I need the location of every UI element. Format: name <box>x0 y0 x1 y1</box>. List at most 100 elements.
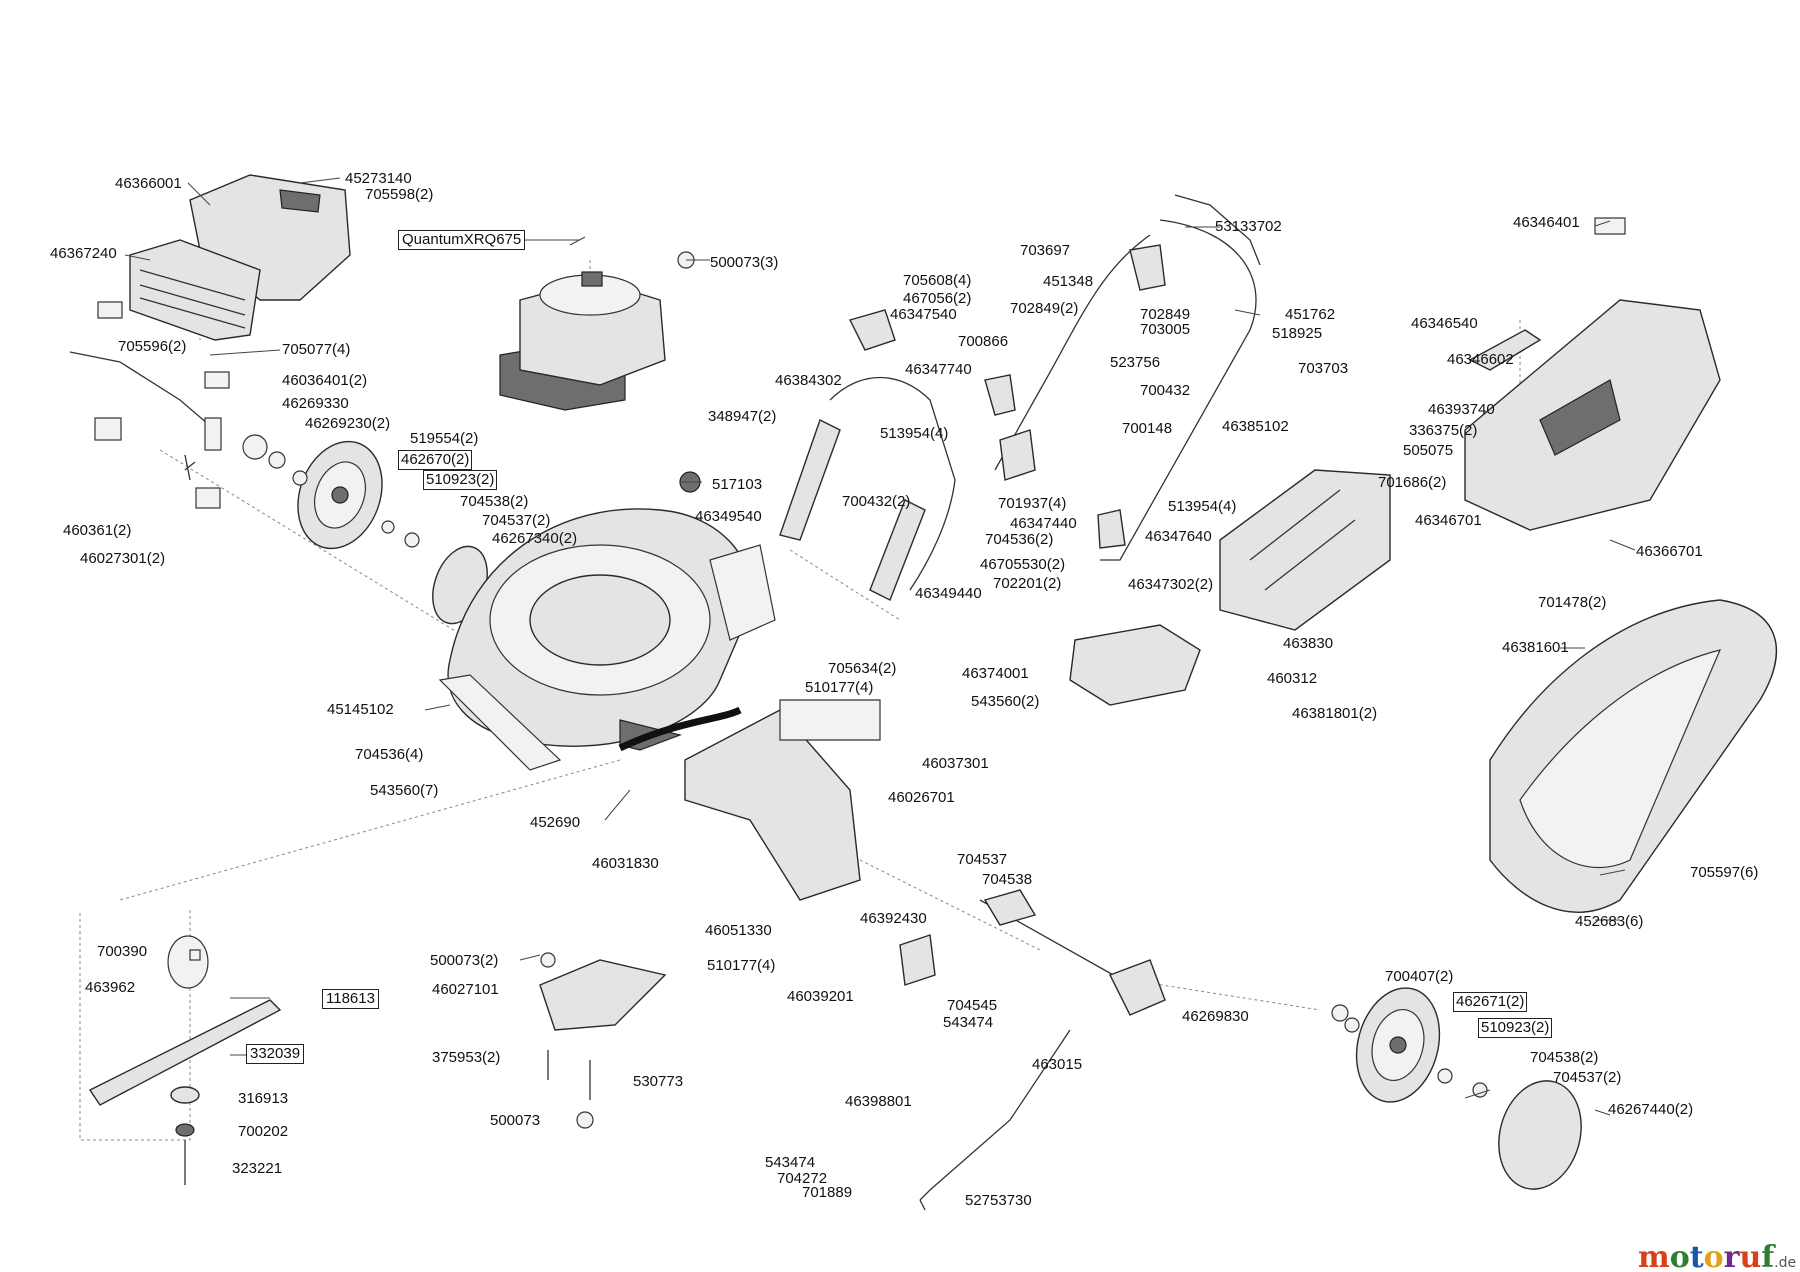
part-46381601-label: 46381601 <box>1502 639 1569 656</box>
blade-assembly-drawing <box>88 935 282 1185</box>
part-704537-b-label: 704537(2) <box>1553 1069 1622 1086</box>
part-510177-a-label: 510177(4) <box>805 679 874 696</box>
part-46393740-label: 46393740 <box>1428 401 1495 418</box>
part-336375-label: 336375(2) <box>1409 422 1478 439</box>
part-463962-label: 463962 <box>85 979 136 996</box>
part-705608-label: 705608(4) <box>903 272 972 289</box>
part-323221-label: 323221 <box>232 1160 283 1177</box>
grass-box-top-drawing <box>1464 217 1721 531</box>
rear-flap-drawing <box>684 699 881 901</box>
watermark-logo: motoruf.de <box>1638 1240 1797 1272</box>
part-704536-2-label: 704536(2) <box>985 531 1054 548</box>
part-46347540-label: 46347540 <box>890 306 957 323</box>
part-46347740-label: 46347740 <box>905 361 972 378</box>
part-702849-a-label: 702849(2) <box>1010 300 1079 317</box>
part-451762-label: 451762 <box>1285 306 1336 323</box>
part-519554-label: 519554(2) <box>410 430 479 447</box>
part-46346401-label: 46346401 <box>1513 214 1580 231</box>
part-705598-label: 705598(2) <box>365 186 434 203</box>
upper-handle-drawing <box>994 194 1261 561</box>
rear-axle-drawing <box>899 889 1166 1211</box>
part-543560-7-label: 543560(7) <box>370 782 439 799</box>
part-704545-label: 704545 <box>947 997 998 1014</box>
part-45273140-label: 45273140 <box>345 170 412 187</box>
part-46367240-label: 46367240 <box>50 245 117 262</box>
part-700432-b-label: 700432 <box>1140 382 1191 399</box>
lower-handle-drawing <box>779 309 1016 601</box>
part-46027101-label: 46027101 <box>432 981 499 998</box>
part-703703-label: 703703 <box>1298 360 1349 377</box>
part-46392430-label: 46392430 <box>860 910 927 927</box>
front-plate-drawing <box>539 952 667 1129</box>
part-701937-label: 701937(4) <box>998 495 1067 512</box>
part-505075-label: 505075 <box>1403 442 1454 459</box>
part-348947-label: 348947(2) <box>708 408 777 425</box>
part-701686-label: 701686(2) <box>1378 474 1447 491</box>
part-46037301-label: 46037301 <box>922 755 989 772</box>
part-513954-a-label: 513954(4) <box>880 425 949 442</box>
part-543474-b-label: 543474 <box>765 1154 816 1171</box>
part-46269230-label: 46269230(2) <box>305 415 391 432</box>
part-703005-label: 703005 <box>1140 321 1191 338</box>
part-460361-label: 460361(2) <box>63 522 132 539</box>
part-700390-label: 700390 <box>97 943 148 960</box>
part-705597-label: 705597(6) <box>1690 864 1759 881</box>
part-46036401-label: 46036401(2) <box>282 372 368 389</box>
part-46269830-label: 46269830 <box>1182 1008 1249 1025</box>
part-700432-a-label: 700432(2) <box>842 493 911 510</box>
part-46346540-label: 46346540 <box>1411 315 1478 332</box>
mulch-plug-drawing <box>1069 624 1201 706</box>
part-704272-label: 704272 <box>777 1170 828 1187</box>
part-46347440-label: 46347440 <box>1010 515 1077 532</box>
grass-box-lid-drawing <box>1219 469 1391 631</box>
part-46031830-label: 46031830 <box>592 855 659 872</box>
part-118613-label: 118613 <box>322 989 379 1009</box>
part-518925-label: 518925 <box>1272 325 1323 342</box>
part-46398801-label: 46398801 <box>845 1093 912 1110</box>
part-46269330-label: 46269330 <box>282 395 349 412</box>
part-704538-label: 704538 <box>982 871 1033 888</box>
part-46705530-label: 46705530(2) <box>980 556 1066 573</box>
part-523756-label: 523756 <box>1110 354 1161 371</box>
part-530773-label: 530773 <box>633 1073 684 1090</box>
part-705077-label: 705077(4) <box>282 341 351 358</box>
part-510177-b-label: 510177(4) <box>707 957 776 974</box>
part-46347640-label: 46347640 <box>1145 528 1212 545</box>
part-701889-label: 701889 <box>802 1184 853 1201</box>
part-543560-2-label: 543560(2) <box>971 693 1040 710</box>
part-517103-label: 517103 <box>712 476 763 493</box>
part-700202-label: 700202 <box>238 1123 289 1140</box>
part-451348-label: 451348 <box>1043 273 1094 290</box>
part-500073-3-label: 500073(3) <box>710 254 779 271</box>
part-52753730-label: 52753730 <box>965 1192 1032 1209</box>
part-500073-2-label: 500073(2) <box>430 952 499 969</box>
part-700407-label: 700407(2) <box>1385 968 1454 985</box>
part-46267440-label: 46267440(2) <box>1608 1101 1694 1118</box>
part-705596-label: 705596(2) <box>118 338 187 355</box>
part-46039201-label: 46039201 <box>787 988 854 1005</box>
part-452683-label: 452683(6) <box>1575 913 1644 930</box>
part-510923-b-label: 510923(2) <box>1478 1018 1553 1038</box>
part-46349540-label: 46349540 <box>695 508 762 525</box>
part-53133702-label: 53133702 <box>1215 218 1282 235</box>
part-452690-label: 452690 <box>530 814 581 831</box>
grass-catcher-drawing <box>1489 599 1777 913</box>
mower-deck-drawing <box>438 508 776 771</box>
engine-model-label: QuantumXRQ675 <box>398 230 526 250</box>
part-46366001-label: 46366001 <box>115 175 182 192</box>
engine-drawing <box>499 251 701 493</box>
part-704537-a-label: 704537(2) <box>482 512 551 529</box>
part-704537-label: 704537 <box>957 851 1008 868</box>
engine-cover-drawing <box>94 174 351 509</box>
part-543474-a-label: 543474 <box>943 1014 994 1031</box>
part-702201-label: 702201(2) <box>993 575 1062 592</box>
part-700148-label: 700148 <box>1122 420 1173 437</box>
part-703697-label: 703697 <box>1020 242 1071 259</box>
part-467056-label: 467056(2) <box>903 290 972 307</box>
part-460312-label: 460312 <box>1267 670 1318 687</box>
part-702849-b-label: 702849 <box>1140 306 1191 323</box>
part-462670-label: 462670(2) <box>398 450 473 470</box>
part-704538-b-label: 704538(2) <box>1530 1049 1599 1066</box>
front-axle-drawing <box>69 351 286 481</box>
part-46349440-label: 46349440 <box>915 585 982 602</box>
